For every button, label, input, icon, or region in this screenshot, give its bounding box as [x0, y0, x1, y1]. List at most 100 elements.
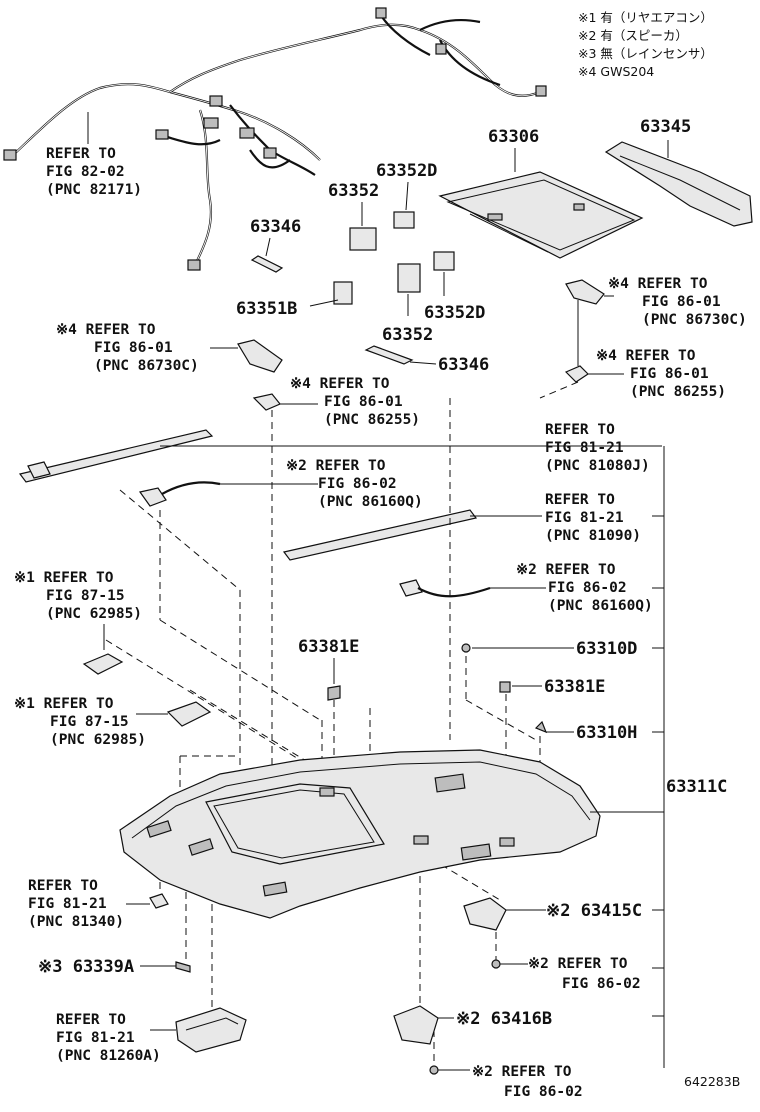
- bracket-86255-right[interactable]: [564, 365, 589, 383]
- ref-81080J-line1: REFER TO: [545, 422, 615, 438]
- ref-82171-line1: REFER TO: [46, 146, 116, 162]
- part-63415C-bracket[interactable]: [463, 897, 507, 931]
- bracket-81340[interactable]: [149, 893, 169, 909]
- clip-63352-a[interactable]: [349, 227, 377, 251]
- ref-86730C-left-line3: (PNC 86730C): [94, 358, 199, 374]
- ref-86160Q-right-line2: FIG 86-02: [548, 580, 627, 596]
- ref-62985-a-line3: (PNC 62985): [46, 606, 142, 622]
- note-4: ※4 GWS204: [578, 64, 654, 79]
- part-63352D-label-b: 63352D: [424, 303, 485, 323]
- ref-8602-a[interactable]: ※2 REFER TO FIG 86-02: [528, 956, 641, 992]
- ref-86730C-left[interactable]: ※4 REFER TO FIG 86-01 (PNC 86730C): [56, 322, 199, 374]
- ref-8602-b-line1: ※2 REFER TO: [472, 1064, 572, 1080]
- ref-86730C-right[interactable]: ※4 REFER TO FIG 86-01 (PNC 86730C): [608, 276, 747, 328]
- ref-82171-line3: (PNC 82171): [46, 182, 142, 198]
- ref-82171[interactable]: REFER TO FIG 82-02 (PNC 82171): [46, 146, 142, 198]
- speaker-wire-86160Q-right[interactable]: [399, 579, 423, 597]
- ref-8602-a-line2: FIG 86-02: [562, 976, 641, 992]
- clip-63381E-a[interactable]: [327, 685, 341, 701]
- clip-63310D[interactable]: [461, 643, 471, 653]
- clip-63352D-b[interactable]: [433, 251, 455, 271]
- ref-81090-line1: REFER TO: [545, 492, 615, 508]
- ref-81090-line3: (PNC 81090): [545, 528, 641, 544]
- sensor-86730C-right[interactable]: [565, 279, 605, 305]
- ref-82171-line2: FIG 82-02: [46, 164, 125, 180]
- part-63381E-label-b: 63381E: [544, 677, 605, 697]
- ref-86255-right-line3: (PNC 86255): [630, 384, 726, 400]
- ref-86255-mid-line2: FIG 86-01: [324, 394, 403, 410]
- ref-86160Q-mid-line3: (PNC 86160Q): [318, 494, 423, 510]
- ref-81340[interactable]: REFER TO FIG 81-21 (PNC 81340): [28, 878, 124, 930]
- clip-63352D-a[interactable]: [393, 211, 415, 229]
- ref-86160Q-mid-line1: ※2 REFER TO: [286, 458, 386, 474]
- part-63352-label-a: 63352: [328, 181, 379, 201]
- part-63306-panel[interactable]: [438, 171, 644, 259]
- clip-63310H[interactable]: [534, 720, 548, 734]
- ref-86255-mid[interactable]: ※4 REFER TO FIG 86-01 (PNC 86255): [290, 376, 420, 428]
- ref-86255-right-line1: ※4 REFER TO: [596, 348, 696, 364]
- ref-86730C-right-line1: ※4 REFER TO: [608, 276, 708, 292]
- part-63311C-label: 63311C: [666, 777, 727, 797]
- ref-86255-mid-line3: (PNC 86255): [324, 412, 420, 428]
- speaker-wire-86160Q-mid[interactable]: [138, 487, 167, 507]
- ref-8602-a-line1: ※2 REFER TO: [528, 956, 628, 972]
- screw-8602-a[interactable]: [491, 959, 501, 969]
- ref-86160Q-right-line1: ※2 REFER TO: [516, 562, 616, 578]
- ref-62985-b-line1: ※1 REFER TO: [14, 696, 114, 712]
- ref-8602-b-line2: FIG 86-02: [504, 1084, 583, 1100]
- ref-8602-b[interactable]: ※2 REFER TO FIG 86-02: [472, 1064, 583, 1100]
- part-63416B-label: ※2 63416B: [456, 1009, 552, 1029]
- ref-81080J-line2: FIG 81-21: [545, 440, 624, 456]
- ref-81340-line2: FIG 81-21: [28, 896, 107, 912]
- ref-86730C-right-line3: (PNC 86730C): [642, 312, 747, 328]
- screw-8602-b[interactable]: [429, 1065, 439, 1075]
- bracket-86255-mid[interactable]: [252, 393, 281, 411]
- ref-81340-line3: (PNC 81340): [28, 914, 124, 930]
- part-63310D-label: 63310D: [576, 639, 637, 659]
- part-63351B-label: 63351B: [236, 299, 297, 319]
- part-63352-label-b: 63352: [382, 325, 433, 345]
- ref-81090-line2: FIG 81-21: [545, 510, 624, 526]
- part-63416B-bracket[interactable]: [393, 1005, 439, 1045]
- ref-86160Q-mid[interactable]: ※2 REFER TO FIG 86-02 (PNC 86160Q): [286, 458, 423, 510]
- ref-86255-right-line2: FIG 86-01: [630, 366, 709, 382]
- ref-86730C-left-line2: FIG 86-01: [94, 340, 173, 356]
- ref-81080J-line3: (PNC 81080J): [545, 458, 650, 474]
- ref-86255-right[interactable]: ※4 REFER TO FIG 86-01 (PNC 86255): [596, 348, 726, 400]
- part-63345-label: 63345: [640, 117, 691, 137]
- sensor-86730C-left[interactable]: [237, 339, 283, 373]
- part-63381E-label-a: 63381E: [298, 637, 359, 657]
- ref-62985-a-line1: ※1 REFER TO: [14, 570, 114, 586]
- ref-81260A[interactable]: REFER TO FIG 81-21 (PNC 81260A): [56, 1012, 161, 1064]
- clip-63352-b[interactable]: [397, 263, 421, 293]
- ref-81090[interactable]: REFER TO FIG 81-21 (PNC 81090): [545, 492, 641, 544]
- diagram-code: 642283B: [684, 1074, 740, 1089]
- clip-63381E-b[interactable]: [499, 681, 511, 693]
- clip-63346-a[interactable]: [250, 255, 284, 273]
- part-63346-label-b: 63346: [438, 355, 489, 375]
- lamp-62985-a[interactable]: [82, 653, 124, 675]
- ref-86160Q-right[interactable]: ※2 REFER TO FIG 86-02 (PNC 86160Q): [516, 562, 653, 614]
- ref-81260A-line2: FIG 81-21: [56, 1030, 135, 1046]
- cover-63339A[interactable]: [175, 961, 191, 973]
- rail-81080J[interactable]: [18, 429, 214, 483]
- clip-63346-b[interactable]: [364, 345, 414, 365]
- legend-notes: ※1 有（リヤエアコン） ※2 有（スピーカ） ※3 無（レインセンサ） ※4 …: [578, 10, 713, 79]
- ref-62985-a[interactable]: ※1 REFER TO FIG 87-15 (PNC 62985): [14, 570, 142, 622]
- ref-81080J[interactable]: REFER TO FIG 81-21 (PNC 81080J): [545, 422, 650, 474]
- part-63310H-label: 63310H: [576, 723, 637, 743]
- ref-86730C-left-line1: ※4 REFER TO: [56, 322, 156, 338]
- ref-81260A-line1: REFER TO: [56, 1012, 126, 1028]
- rail-81090[interactable]: [282, 509, 478, 561]
- ref-62985-b[interactable]: ※1 REFER TO FIG 87-15 (PNC 62985): [14, 696, 146, 748]
- roof-wire-harness[interactable]: [3, 7, 547, 271]
- clip-63351B[interactable]: [333, 281, 353, 305]
- part-63415C-label: ※2 63415C: [546, 901, 642, 921]
- part-63311C-headliner[interactable]: [119, 749, 601, 919]
- part-63345-trim[interactable]: [604, 141, 753, 227]
- part-63306-label: 63306: [488, 127, 539, 147]
- ref-62985-b-line3: (PNC 62985): [50, 732, 146, 748]
- lamp-62985-b[interactable]: [166, 701, 212, 727]
- ref-81340-line1: REFER TO: [28, 878, 98, 894]
